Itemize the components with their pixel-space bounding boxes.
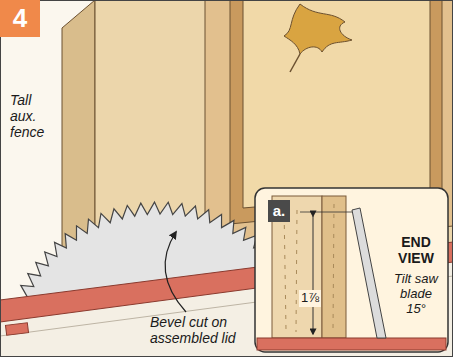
leader-line <box>165 232 186 312</box>
callout-number: 4 <box>13 4 27 34</box>
extension-line <box>300 212 352 213</box>
lid-panel <box>243 0 430 208</box>
inset-view: END VIEW Tilt saw blade 15° 1⅞ a. <box>255 188 448 352</box>
lid-end <box>322 196 346 338</box>
tilted-blade <box>352 208 386 338</box>
leaf-stem <box>290 54 300 72</box>
inset-panel <box>255 188 448 352</box>
step-badge: 4 <box>0 0 40 37</box>
leaf-motif <box>284 4 352 54</box>
step-badge: a. <box>268 200 290 222</box>
fence-end <box>272 196 322 338</box>
throat-plate <box>5 323 28 336</box>
view-note: END VIEW <box>386 234 446 266</box>
end-grain <box>284 204 334 332</box>
part-label: Tall aux. fence <box>10 92 56 140</box>
inset-table <box>257 338 446 350</box>
note-label: Bevel cut on assembled lid <box>150 314 246 346</box>
view-note: Tilt saw blade 15° <box>389 272 443 317</box>
dimension: 1⅞ <box>299 290 321 307</box>
dimension-line <box>313 216 314 334</box>
callout-number: a. <box>273 202 286 219</box>
